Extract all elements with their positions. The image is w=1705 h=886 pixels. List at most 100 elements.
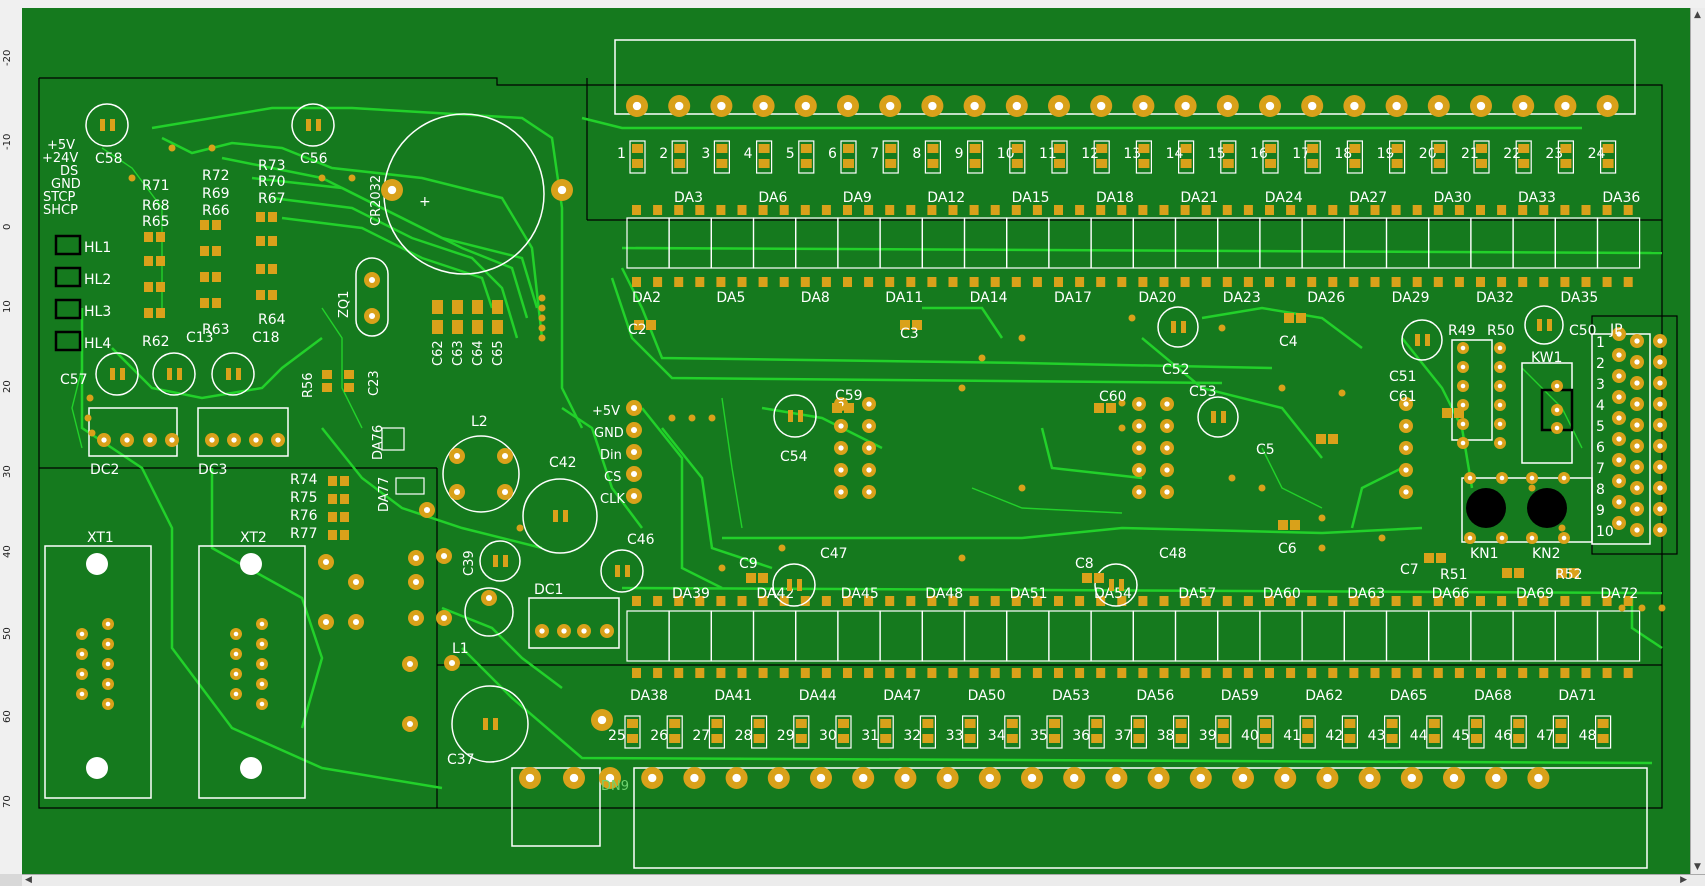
pad-smd <box>212 220 221 230</box>
da-label: DA72 <box>1600 586 1638 602</box>
pad-smd <box>472 320 483 334</box>
scroll-down-icon[interactable]: ▼ <box>1694 862 1701 872</box>
label-dc3: DC3 <box>198 462 227 478</box>
pad-smd <box>674 159 686 168</box>
scroll-up-icon[interactable]: ▲ <box>1694 10 1701 20</box>
pad-hole <box>1460 364 1466 370</box>
pad-smd <box>990 668 1000 678</box>
pad-hole <box>233 671 239 677</box>
pad-smd <box>344 383 354 392</box>
pad-smd <box>268 212 277 222</box>
pad-hole <box>1238 773 1248 783</box>
pad-smd <box>1171 321 1176 333</box>
label-c51: C51 <box>1389 369 1417 385</box>
pad-hole <box>1054 101 1064 111</box>
pad-smd <box>1286 596 1296 606</box>
led-outline <box>1594 715 1612 749</box>
pad-hole <box>732 773 741 783</box>
pad-smd <box>990 277 1000 287</box>
led-outline <box>835 715 852 749</box>
jp-pin-number: 9 <box>1596 503 1605 519</box>
via <box>1258 484 1266 492</box>
led-hl4[interactable]: HL4 <box>54 330 111 352</box>
pad-hole <box>412 578 420 586</box>
pad-smd <box>1011 205 1021 215</box>
pad-hole <box>233 651 239 657</box>
pad-hole <box>352 578 360 586</box>
pad-smd <box>1096 205 1106 215</box>
pad-hole <box>774 773 783 783</box>
label-r73: R73 <box>258 158 286 174</box>
pad-smd <box>927 668 937 678</box>
pad-smd <box>1581 596 1591 606</box>
channel-number: 6 <box>828 146 837 162</box>
pad-smd <box>800 144 812 153</box>
pad-hole <box>322 558 330 566</box>
pad-smd <box>1296 313 1306 323</box>
label-l2: L2 <box>471 414 488 430</box>
pad-hole <box>412 614 420 622</box>
pad-smd <box>1117 205 1127 215</box>
pad-smd <box>674 277 684 287</box>
via <box>88 429 96 437</box>
led-hl3[interactable]: HL3 <box>54 298 111 320</box>
scroll-right-icon[interactable]: ▶ <box>1680 875 1687 885</box>
led-outline <box>1257 715 1274 749</box>
pad-smd <box>615 565 620 577</box>
pad-hole <box>1529 475 1535 481</box>
pad-hole <box>1070 773 1079 783</box>
pad-smd <box>144 256 153 266</box>
scroll-left-icon[interactable]: ◀ <box>25 875 32 885</box>
pad-smd <box>212 298 221 308</box>
pad-smd <box>787 579 792 591</box>
spi-label-clk: CLK <box>600 492 625 507</box>
pad-smd <box>795 734 807 743</box>
vertical-scrollbar[interactable]: ▲ ▼ <box>1690 8 1705 874</box>
ruler-tick: 60 <box>2 710 13 723</box>
pad-smd <box>779 205 789 215</box>
pad-smd <box>1117 596 1127 606</box>
pad-hole <box>501 452 509 460</box>
label-c4: C4 <box>1279 334 1298 350</box>
net-label-5v: +5V <box>47 138 75 153</box>
pad-smd <box>927 144 939 153</box>
pad-smd <box>969 277 979 287</box>
pad-smd <box>493 555 498 567</box>
ruler-tick: 10 <box>2 300 13 313</box>
pad-hole <box>1467 535 1473 541</box>
pad-smd <box>821 205 831 215</box>
pad-smd <box>1497 205 1507 215</box>
pad-smd <box>328 512 337 522</box>
pad-smd <box>838 719 849 728</box>
pad-smd <box>1265 277 1274 287</box>
pad-hole <box>1499 535 1505 541</box>
led-outline <box>1046 715 1063 749</box>
channel-number: 44 <box>1410 728 1428 744</box>
pad-smd <box>493 718 498 730</box>
da-outline <box>1596 610 1641 662</box>
pad-smd <box>1386 719 1398 728</box>
via <box>1118 399 1126 407</box>
pad-smd <box>1006 734 1018 743</box>
channel-number: 46 <box>1494 728 1512 744</box>
pad-smd <box>256 290 265 300</box>
led-outline <box>1304 140 1321 174</box>
horizontal-scrollbar[interactable]: ◀ ▶ <box>22 874 1705 886</box>
led-hl1[interactable]: HL1 <box>54 234 111 256</box>
pad-hole <box>1657 338 1663 344</box>
cap-outline <box>1524 305 1564 345</box>
pad-smd <box>711 734 723 743</box>
pad-smd <box>1502 568 1512 578</box>
pad-hole <box>1616 457 1622 463</box>
pad-hole <box>253 437 259 443</box>
led-hl2[interactable]: HL2 <box>54 266 111 288</box>
pad-smd <box>1049 719 1060 728</box>
da-label: DA44 <box>799 688 837 704</box>
pad-smd <box>821 596 831 606</box>
pad-hole <box>717 101 726 111</box>
pad-smd <box>716 144 728 153</box>
pad-hole <box>322 618 330 626</box>
pad-smd <box>1175 719 1187 728</box>
pad-smd <box>864 205 874 215</box>
